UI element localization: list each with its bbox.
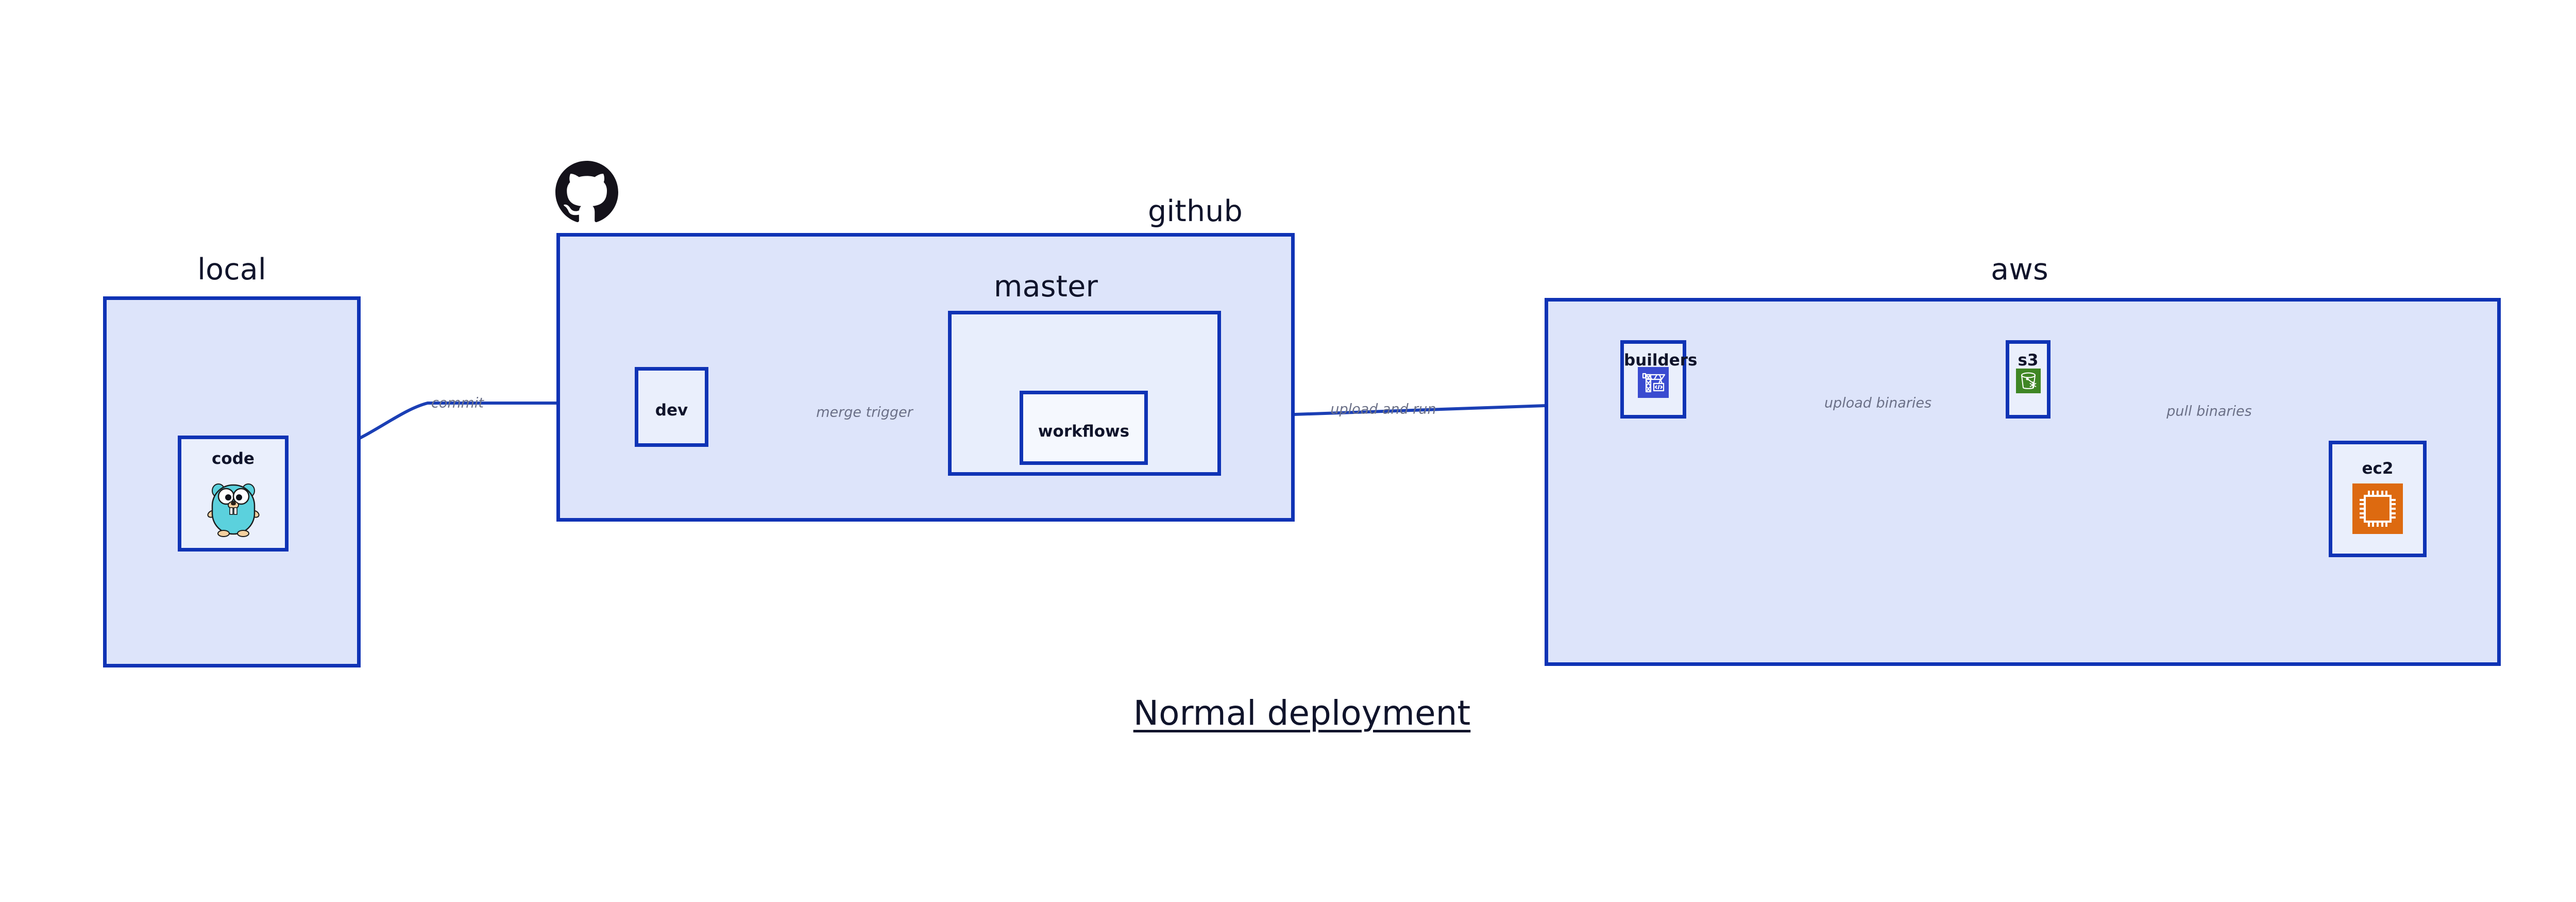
node-s3[interactable]: s3 [2006,340,2050,419]
node-code[interactable]: code [178,436,289,552]
node-code-label: code [212,449,255,468]
node-ec2[interactable]: ec2 [2329,441,2427,557]
edge-label-commit: commit [431,395,484,411]
node-workflows[interactable]: workflows [1020,391,1148,465]
node-builders[interactable]: builders [1620,340,1698,419]
group-title-local: local [197,253,266,287]
edge-label-pull-binaries: pull binaries [2166,403,2252,420]
group-title-github: github [1147,194,1243,228]
aws-s3-bucket-icon [2015,369,2041,393]
node-builders-label: builders [1624,351,1698,370]
node-dev-label: dev [655,401,688,420]
edge-label-upload-and-run: upload and run [1330,401,1436,417]
node-s3-label: s3 [2018,351,2039,370]
group-title-master: master [993,270,1098,304]
edge-label-merge-trigger: merge trigger [816,404,913,421]
node-workflows-label: workflows [1038,422,1130,441]
edge-label-upload-binaries: upload binaries [1824,395,1932,411]
github-octocat-icon [555,161,618,224]
golang-gopher-icon [205,478,262,537]
node-ec2-label: ec2 [2362,459,2394,478]
aws-codebuild-icon [1638,367,1669,398]
group-title-aws: aws [1991,253,2048,287]
aws-ec2-instance-icon [2352,483,2403,534]
diagram-caption: Normal deployment [1133,693,1471,733]
node-dev[interactable]: dev [635,367,708,447]
